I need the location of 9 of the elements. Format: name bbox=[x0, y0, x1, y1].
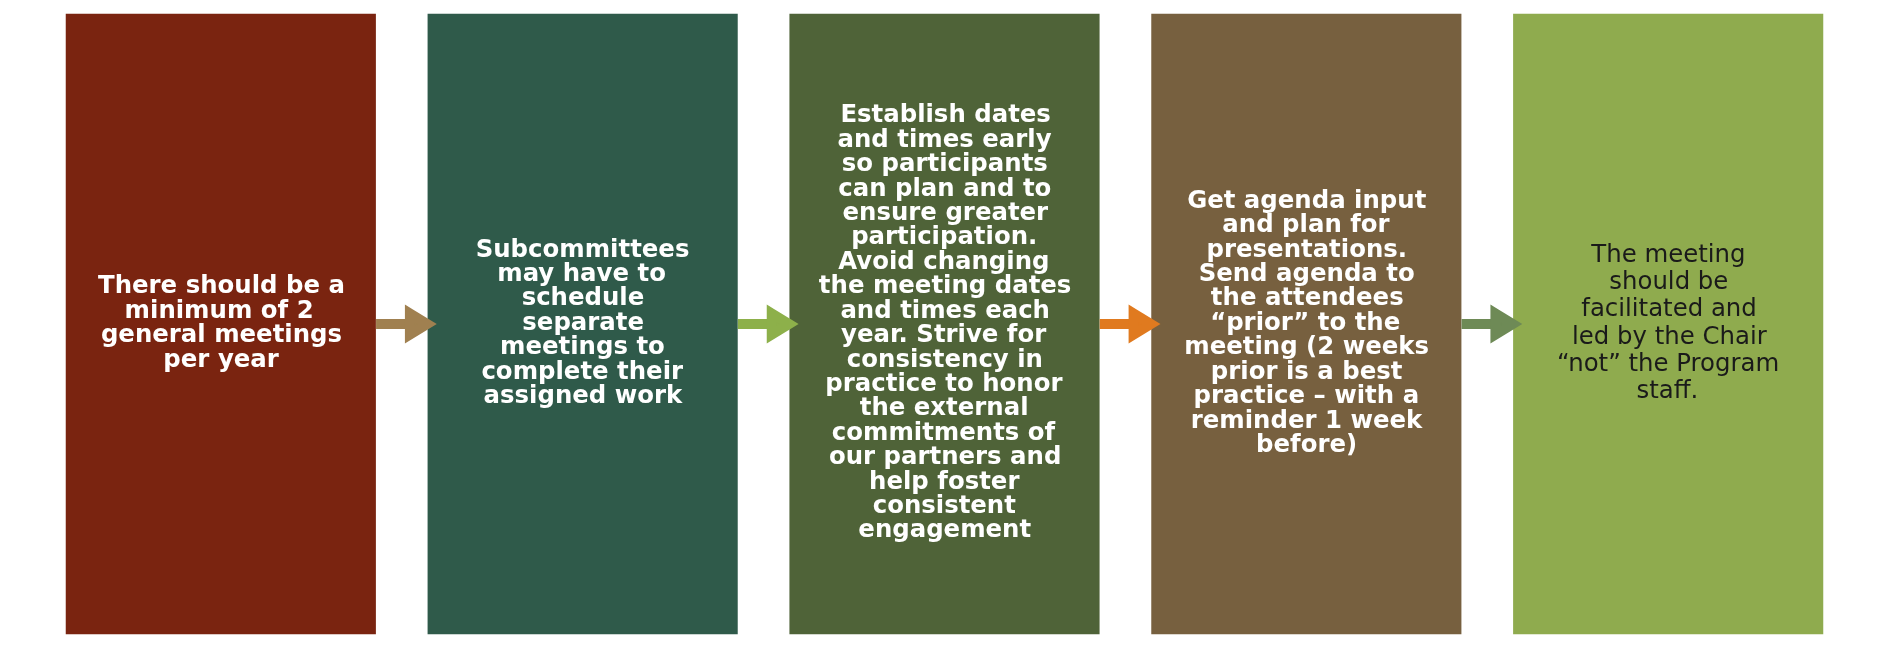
node-box: Subcommittees may have to schedule separate meetings to complete their assigned work bbox=[427, 13, 738, 635]
arrow bbox=[1461, 304, 1522, 344]
arrow bbox=[737, 304, 799, 344]
node-box: Establish dates and times early so participants can plan and to ensure greater participation. Avoid changing the meeting dates and times each year. Strive for consistency in practice to honor the external commitments of our partners and help foster consistent engagement bbox=[788, 13, 1100, 635]
node-box: Get agenda input and plan for presentations. Send agenda to the attendees “prior” to the meeting (2 weeks prior is a best practice – with a reminder 1 week before) bbox=[1150, 13, 1461, 635]
node-box: There should be a minimum of 2 general meetings per year bbox=[65, 13, 376, 635]
arrow bbox=[375, 304, 437, 344]
arrow bbox=[1099, 304, 1160, 344]
node-box: The meeting should be facilitated and led by the Chair “not” the Program staff. bbox=[1512, 13, 1823, 635]
